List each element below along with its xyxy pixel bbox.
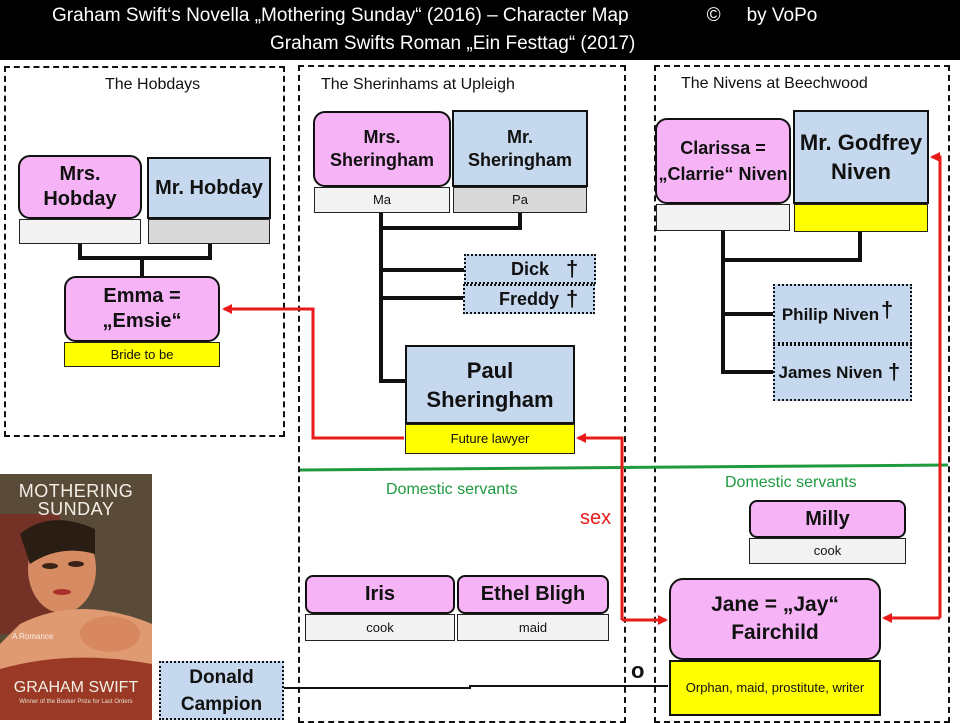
mr-hobday-name: Mr. Hobday [155,176,263,199]
clarissa-name: Clarissa = „Clarrie“ Niven [658,138,788,184]
hobdays-label: The Hobdays [105,76,201,93]
cover-portrait-illustration [0,474,152,720]
iris-box: Iris [305,575,455,614]
nivens-label: The Nivens at Beechwood [681,75,868,92]
godfrey-name: Mr. Godfrey Niven [799,130,923,184]
paul-role: Future lawyer [405,424,575,454]
cover-title: MOTHERING SUNDAY [18,481,134,519]
cover-award-note: Winner of the Booker Prize for Last Orde… [19,699,133,705]
emma-name: Emma = „Emsie“ [102,285,182,332]
author-credit: by VoPo [746,5,818,26]
title-bar: Graham Swift‘s Novella „Mothering Sunday… [0,0,960,60]
cover-subtitle: A Romance [12,632,54,641]
hobday-family-link [78,244,212,276]
philip-name: Philip Niven [781,304,880,324]
mrs-hobday-box: Mrs. Hobday [18,155,142,219]
mr-hobday-box: Mr. Hobday [147,157,271,219]
sex-label: sex [580,507,612,529]
donald-box: Donald Campion [159,661,284,720]
paul-name: Paul Sheringham [426,357,554,412]
iris-name: Iris [364,583,396,605]
dick-name: Dick [510,258,550,279]
mrs-sheringham-box: Mrs. Sheringham [313,111,451,187]
clarissa-box: Clarissa = „Clarrie“ Niven [655,118,791,204]
paul-box: Paul Sheringham [405,345,575,424]
servants-label-sherinhams: Domestic servants [386,481,518,498]
mr-sheringham-box: Mr. Sheringham [452,110,588,187]
servants-label-nivens: Domestic servants [725,474,857,491]
ethel-name: Ethel Bligh [480,583,586,605]
jane-name: Jane = „Jay“ Fairchild [711,593,839,644]
jane-role: Orphan, maid, prostitute, writer [669,660,881,716]
jane-box: Jane = „Jay“ Fairchild [669,578,881,660]
emma-role: Bride to be [64,342,220,367]
title-novella: Graham Swift‘s Novella „Mothering Sunday… [52,5,629,26]
philip-box: Philip Niven [773,284,912,344]
iris-role: cook [305,614,455,641]
philip-deceased-icon: † [881,297,894,322]
cover-author: GRAHAM SWIFT [13,679,139,696]
milly-role: cook [749,538,906,564]
mr-sheringham-name: Mr. Sheringham [467,126,573,170]
marriage-line-donald-jane [284,685,668,689]
milly-box: Milly [749,500,906,538]
godfrey-role [794,204,928,232]
arrow-paul-to-emma [222,304,404,440]
donald-name: Donald Campion [180,666,263,715]
title-line-1: Graham Swift‘s Novella „Mothering Sunday… [52,5,817,27]
dick-deceased-icon: † [566,256,579,281]
arrow-jane-to-paul [576,433,624,620]
milly-name: Milly [805,507,850,530]
mr-sheringham-role: Pa [453,187,587,213]
copyright-symbol: © [706,5,721,26]
hobdays-frame [4,66,285,437]
james-name: James Niven [778,363,883,382]
freddy-name: Freddy [498,288,559,309]
freddy-box: Freddy [463,284,595,314]
mrs-hobday-name: Mrs. Hobday [43,163,117,210]
mrs-sheringham-name: Mrs. Sheringham [329,127,435,170]
godfrey-box: Mr. Godfrey Niven [793,110,929,204]
niven-family-link [721,231,862,374]
mrs-hobday-role [19,219,141,244]
mr-hobday-role [148,219,270,244]
sherinhams-label: The Sherinhams at Upleigh [321,76,515,93]
arrow-jane-to-godfrey [930,152,942,618]
sheringham-family-link [379,213,522,383]
servants-divider [299,463,949,472]
clarissa-role [656,204,790,231]
ethel-box: Ethel Bligh [457,575,609,614]
freddy-deceased-icon: † [566,286,579,311]
book-cover-image: MOTHERING SUNDAY A Romance GRAHAM SWIFT … [0,474,152,720]
james-deceased-icon: † [888,359,901,384]
marriage-ring-icon: o [631,658,645,683]
dick-box: Dick [464,254,596,284]
mrs-sheringham-role: Ma [314,187,450,213]
emma-box: Emma = „Emsie“ [64,276,220,342]
ethel-role: maid [457,614,609,641]
james-box: James Niven [773,344,912,401]
title-line-2: Graham Swifts Roman „Ein Festtag“ (2017) [270,33,636,54]
